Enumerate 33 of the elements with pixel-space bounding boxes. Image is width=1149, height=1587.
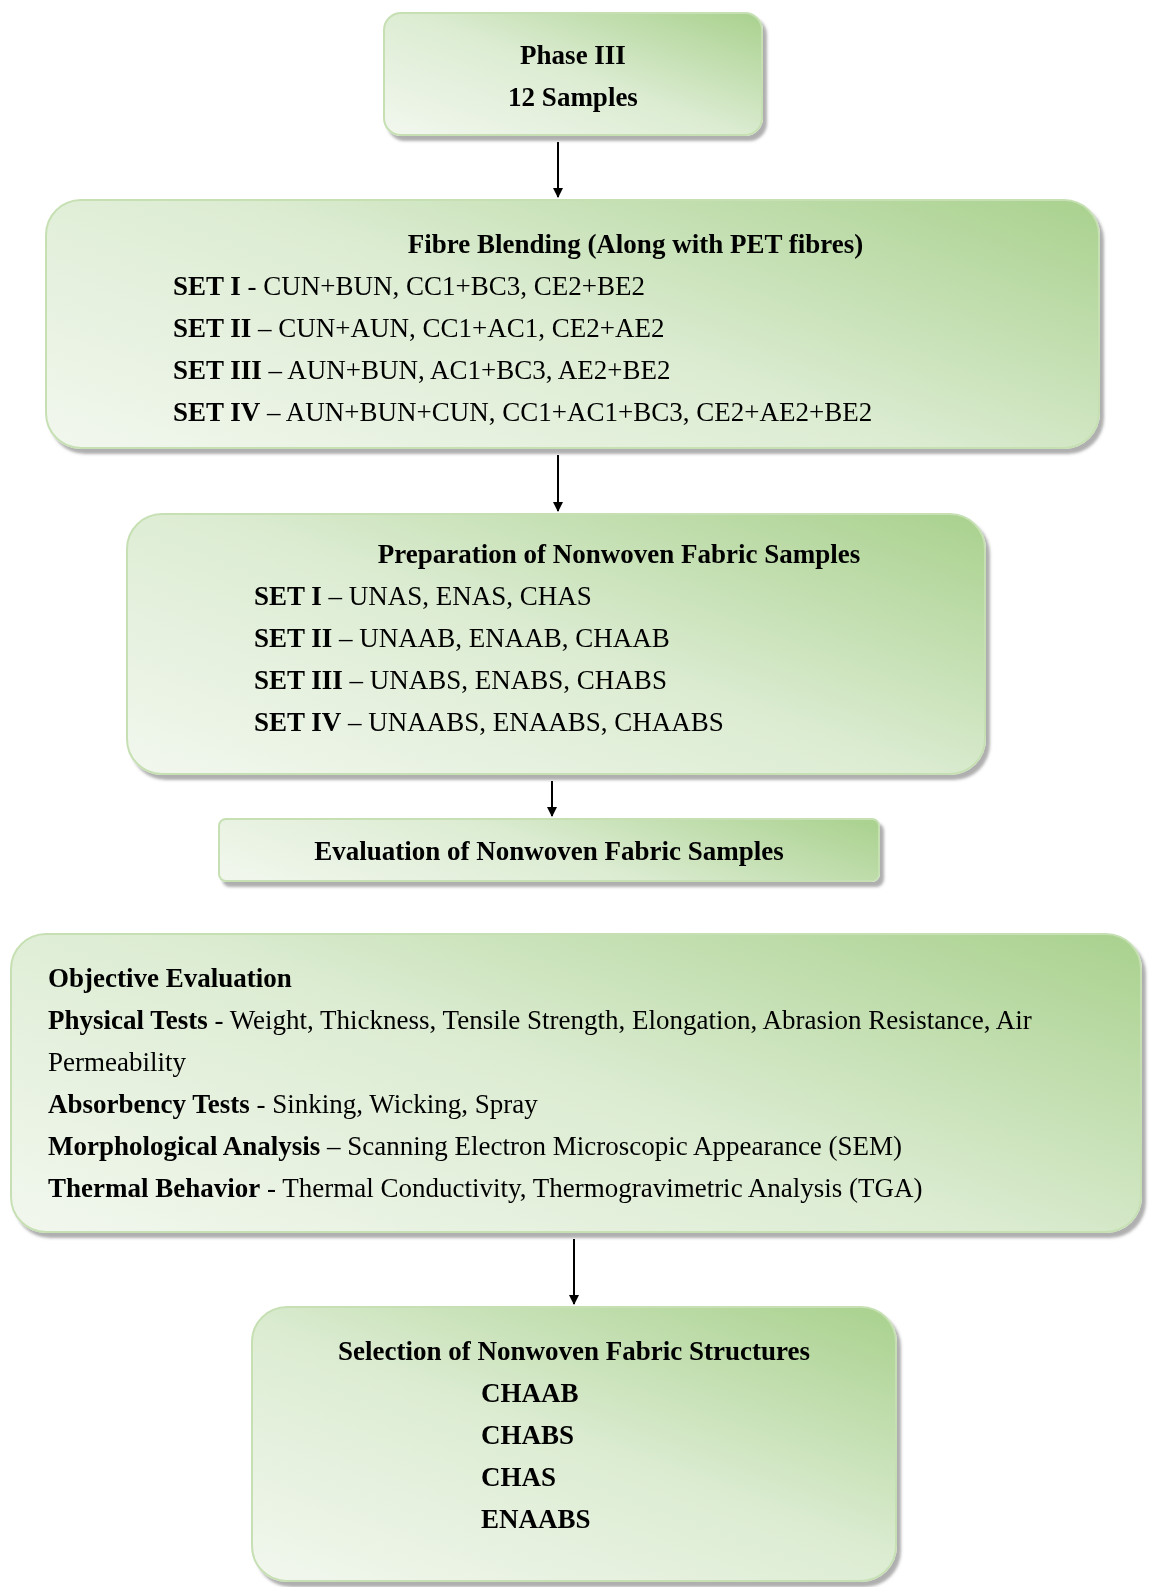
process-box <box>10 933 1142 1233</box>
box-heading: Evaluation of Nonwoven Fabric Samples <box>313 835 785 868</box>
box-text: 12 Samples <box>507 81 639 114</box>
box-text: CHAAB <box>480 1377 580 1410</box>
box-text: SET II – UNAAB, ENAAB, CHAAB <box>254 622 671 655</box>
box-text: SET IV – AUN+BUN+CUN, CC1+AC1+BC3, CE2+AE2+BE2 <box>173 396 874 429</box>
process-box <box>126 513 986 775</box>
box-text: ENAABS <box>480 1503 592 1536</box>
arrow <box>547 780 557 817</box>
box-heading: Objective Evaluation <box>48 962 293 995</box>
box-heading: Phase III <box>519 39 627 72</box>
box-heading: Preparation of Nonwoven Fabric Samples <box>376 538 862 571</box>
box-heading: Fibre Blending (Along with PET fibres) <box>406 228 865 261</box>
process-box <box>218 818 880 882</box>
box-text: CHABS <box>480 1419 576 1452</box>
box-heading: Selection of Nonwoven Fabric Structures <box>337 1335 811 1368</box>
process-box <box>251 1306 897 1582</box>
box-text: Physical Tests - Weight, Thickness, Tensile Strength, Elongation, Abrasion Resistance, Air Permeability <box>48 1004 1033 1079</box>
box-text: SET I - CUN+BUN, CC1+BC3, CE2+BE2 <box>173 270 647 303</box>
arrow <box>569 1238 579 1305</box>
process-box <box>45 199 1100 449</box>
box-text: CHAS <box>480 1461 557 1494</box>
box-text: SET IV – UNAABS, ENAABS, CHAABS <box>254 706 725 739</box>
process-box <box>383 12 763 136</box>
box-text: SET I – UNAS, ENAS, CHAS <box>254 580 593 613</box>
box-text: SET II – CUN+AUN, CC1+AC1, CE2+AE2 <box>173 312 666 345</box>
arrow <box>553 141 563 198</box>
arrow <box>553 454 563 512</box>
box-text: Absorbency Tests - Sinking, Wicking, Spray <box>48 1088 539 1121</box>
box-text: Thermal Behavior - Thermal Conductivity, Thermogravimetric Analysis (TGA) <box>48 1172 924 1205</box>
box-text: SET III – AUN+BUN, AC1+BC3, AE2+BE2 <box>173 354 672 387</box>
box-text: SET III – UNABS, ENABS, CHABS <box>254 664 668 697</box>
box-text: Morphological Analysis – Scanning Electron Microscopic Appearance (SEM) <box>48 1130 904 1163</box>
